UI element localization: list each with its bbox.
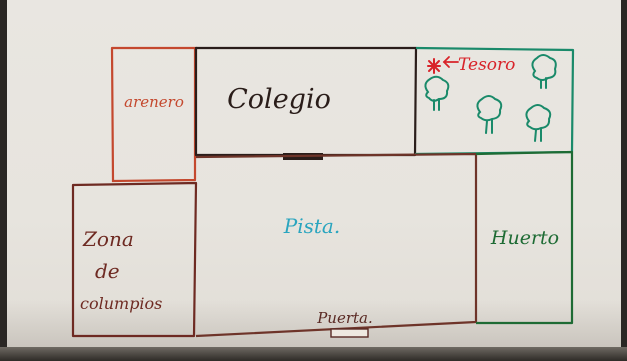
pista-label: Pista. — [283, 214, 340, 238]
zona-label-line2: de — [95, 259, 120, 283]
tree-icon — [476, 95, 503, 134]
arenero-label: arenero — [124, 93, 184, 111]
huerto-label: Huerto — [490, 227, 559, 249]
zona-label-line3: columpios — [80, 294, 162, 313]
star-mark-icon — [427, 58, 441, 74]
zona-columpios-area: Zona de columpios — [71, 181, 198, 338]
puerta-door — [330, 328, 369, 338]
huerto-area: Huerto — [475, 150, 574, 325]
photo-edge-bottom — [0, 347, 627, 361]
puerta-label: Puerta. — [316, 309, 373, 327]
arenero-area: arenero — [110, 46, 199, 183]
photo-edge-left — [0, 0, 7, 361]
tesoro-area: Tesoro — [414, 46, 575, 156]
tesoro-label: Tesoro — [458, 55, 515, 75]
arrow-left-icon — [442, 56, 459, 68]
colegio-area: Colegio — [194, 46, 418, 160]
pista-area: Pista. Puerta. — [195, 152, 478, 338]
photo-edge-right — [621, 0, 627, 361]
zona-label-line1: Zona — [82, 227, 134, 251]
tree-icon — [531, 54, 557, 89]
tree-icon — [424, 75, 450, 111]
tree-icon — [525, 104, 552, 142]
colegio-label: Colegio — [227, 84, 331, 115]
